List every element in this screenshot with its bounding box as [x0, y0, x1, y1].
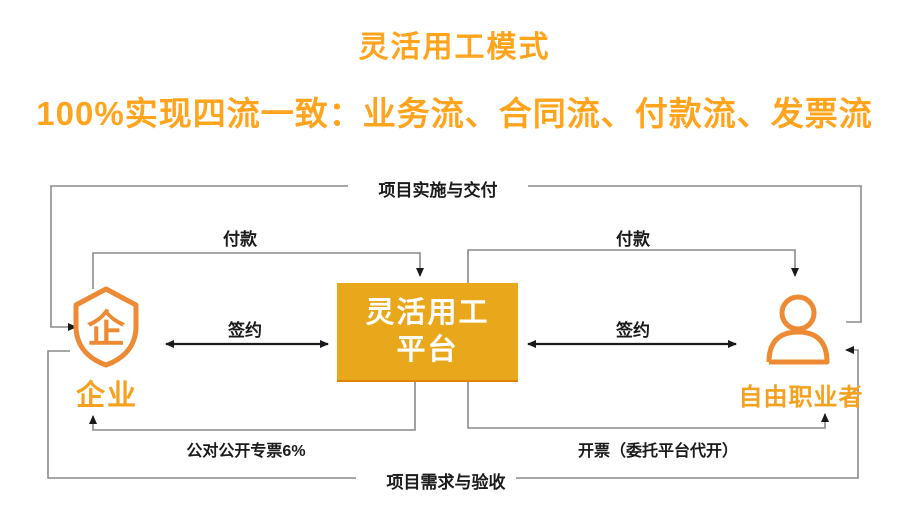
- enterprise-label: 企业: [75, 380, 139, 412]
- bottom-flow-line-left: [47, 350, 356, 479]
- sign-right-label: 签约: [616, 321, 650, 340]
- sign-left-label: 签约: [228, 321, 262, 340]
- page-subtitle: 100%实现四流一致：业务流、合同流、付款流、发票流: [36, 95, 873, 132]
- top-flow-label: 项目实施与交付: [370, 176, 506, 201]
- bottom-flow-label: 项目需求与验收: [378, 468, 514, 493]
- platform-node: 灵活用工 平台: [337, 283, 518, 382]
- freelancer-label: 自由职业者: [738, 384, 864, 411]
- payment-right-line: [467, 249, 799, 283]
- invoice-right-label: 开票（委托平台代开）: [577, 443, 739, 460]
- top-flow-line-left: [50, 185, 348, 331]
- invoice-left-label: 公对公开专票6%: [186, 443, 306, 460]
- payment-left-label: 付款: [223, 230, 257, 249]
- payment-left-line: [92, 252, 424, 289]
- invoice-right-line: [467, 382, 829, 429]
- bottom-flow-line-right: [516, 346, 859, 479]
- top-flow-line-right: [528, 185, 862, 323]
- invoice-left-line: [89, 382, 416, 431]
- enterprise-shield-icon: 企: [73, 286, 139, 368]
- payment-right-label: 付款: [616, 230, 650, 249]
- platform-label-line2: 平台: [396, 333, 459, 366]
- page-title: 灵活用工模式: [358, 31, 551, 64]
- platform-label-line1: 灵活用工: [365, 297, 490, 330]
- enterprise-icon-char: 企: [87, 308, 126, 351]
- freelancer-person-icon: [766, 294, 830, 365]
